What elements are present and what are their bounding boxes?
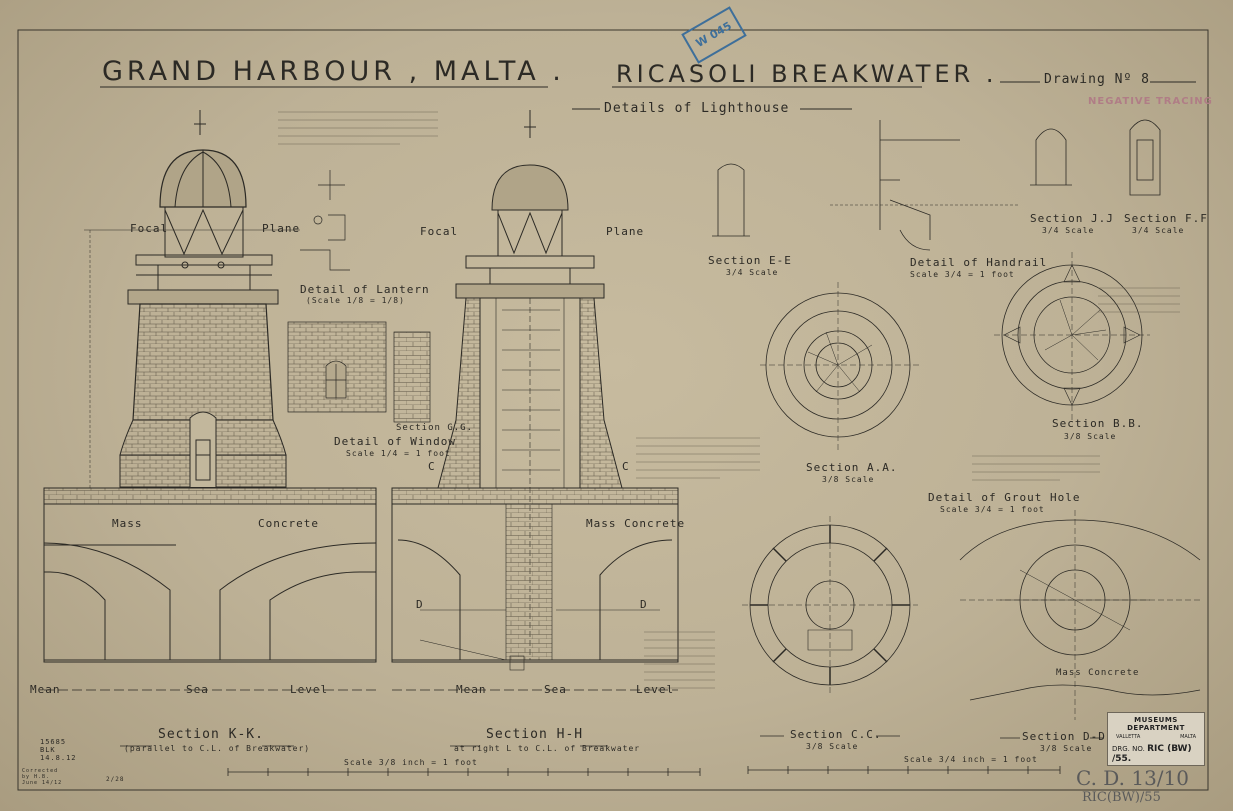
title-right: RICASOLI BREAKWATER .	[616, 60, 998, 88]
margin-ref: 15685 BLK 14.8.12	[40, 738, 77, 762]
margin-sig-3: June 14/12	[22, 780, 63, 786]
section-cc-title: Section C.C.	[790, 728, 882, 741]
section-bb	[994, 252, 1150, 420]
museum-heading: MUSEUMS DEPARTMENT	[1127, 716, 1185, 732]
detail-handrail-scale: Scale 3/4 = 1 foot	[910, 270, 1015, 279]
section-bb-scale: 3/8 Scale	[1064, 432, 1117, 441]
drawing-number: Drawing Nº 8	[1044, 72, 1150, 87]
pencil-ref-2: RIC(BW)/55	[1082, 790, 1161, 805]
margin-ref-2: BLK	[40, 746, 56, 754]
section-dd	[959, 510, 1201, 720]
margin-ref-3: 14.8.12	[40, 754, 77, 762]
title-left: GRAND HARBOUR , MALTA .	[102, 56, 565, 87]
detail-handrail-title: Detail of Handrail	[910, 256, 1048, 269]
drg-label: DRG. NO.	[1112, 745, 1145, 753]
museum-country: MALTA	[1180, 734, 1196, 740]
section-jj-title: Section J.J	[1030, 212, 1114, 225]
section-cc	[742, 516, 918, 694]
pencil-ref-1: C. D. 13/10	[1076, 766, 1189, 790]
section-kk-sub: (parallel to C.L. of Breakwater)	[124, 744, 311, 753]
section-ee-scale: 3/4 Scale	[726, 268, 779, 277]
detail-handrail	[830, 120, 1020, 251]
section-hh	[391, 110, 679, 691]
section-ff-title: Section F.F	[1124, 212, 1208, 225]
section-aa-scale: 3/8 Scale	[822, 475, 875, 484]
section-ff	[1129, 119, 1161, 196]
margin-ref-1: 15685	[40, 738, 67, 746]
sea-label-2: Sea	[544, 683, 567, 696]
section-bb-title: Section B.B.	[1052, 417, 1144, 430]
section-hh-title: Section H-H	[486, 727, 584, 742]
focal-label-2: Focal	[420, 225, 459, 238]
section-ee	[712, 163, 750, 237]
section-dd-scale: 3/8 Scale	[1040, 744, 1093, 753]
mean-label-2: Mean	[456, 683, 487, 696]
section-dd-title: Section D-D	[1022, 730, 1106, 743]
museum-label: MUSEUMS DEPARTMENT VALLETTA MALTA DRG. N…	[1107, 712, 1205, 766]
detail-grout-title: Detail of Grout Hole	[928, 491, 1081, 504]
mass-concrete-dd: Mass Concrete	[1056, 668, 1140, 678]
mass-concrete-left	[43, 487, 377, 691]
mass-concrete-label: Mass Concrete	[586, 517, 686, 530]
mean-label: Mean	[30, 683, 61, 696]
level-label: Level	[290, 683, 329, 696]
concrete-label: Concrete	[258, 517, 319, 530]
detail-window-title: Detail of Window	[334, 435, 456, 448]
margin-signature: Corrected by H.B. June 14/12	[22, 768, 62, 786]
mass-label: Mass	[112, 517, 143, 530]
small-scale-label: Scale 3/4 inch = 1 foot	[904, 755, 1038, 764]
detail-window-scale: Scale 1/4 = 1 foot	[346, 449, 451, 458]
margin-sig-2: by H.B.	[22, 774, 51, 780]
section-jj-scale: 3/4 Scale	[1042, 226, 1095, 235]
section-aa	[760, 282, 920, 450]
scale-bars	[120, 735, 1104, 776]
level-label-2: Level	[636, 683, 675, 696]
c-mark-right: C	[622, 460, 630, 473]
museum-place: VALLETTA	[1116, 734, 1141, 740]
drg-number: RIC (BW) /55.	[1112, 744, 1192, 764]
section-gg-title: Section G.G.	[396, 423, 474, 433]
section-aa-title: Section A.A.	[806, 461, 898, 474]
sea-label: Sea	[186, 683, 209, 696]
section-jj	[1030, 128, 1072, 186]
margin-ref-2: 2/28	[106, 776, 125, 783]
detail-window	[287, 321, 431, 423]
subtitle: Details of Lighthouse	[604, 101, 790, 116]
detail-lantern	[300, 170, 350, 271]
plane-label-1: Plane	[262, 222, 301, 235]
d-mark-right: D	[640, 598, 648, 611]
detail-grout-scale: Scale 3/4 = 1 foot	[940, 505, 1045, 514]
negative-tracing-stamp: NEGATIVE TRACING	[1088, 96, 1213, 107]
section-ff-scale: 3/4 Scale	[1132, 226, 1185, 235]
annotation-lines	[278, 111, 1180, 689]
section-hh-sub: at right L to C.L. of Breakwater	[454, 744, 641, 753]
section-cc-scale: 3/8 Scale	[806, 742, 859, 751]
focal-label-1: Focal	[130, 222, 169, 235]
section-ee-title: Section E-E	[708, 254, 792, 267]
d-mark-left: D	[416, 598, 424, 611]
c-mark-left: C	[428, 460, 436, 473]
main-scale-label: Scale 3/8 inch = 1 foot	[344, 758, 478, 767]
detail-lantern-title: Detail of Lantern	[300, 283, 430, 296]
plane-label-2: Plane	[606, 225, 645, 238]
detail-lantern-scale: (Scale 1/8 = 1/8)	[306, 296, 405, 305]
elevation-kk	[84, 110, 300, 488]
margin-sig-1: Corrected	[22, 768, 59, 774]
section-kk-title: Section K-K.	[158, 727, 264, 742]
